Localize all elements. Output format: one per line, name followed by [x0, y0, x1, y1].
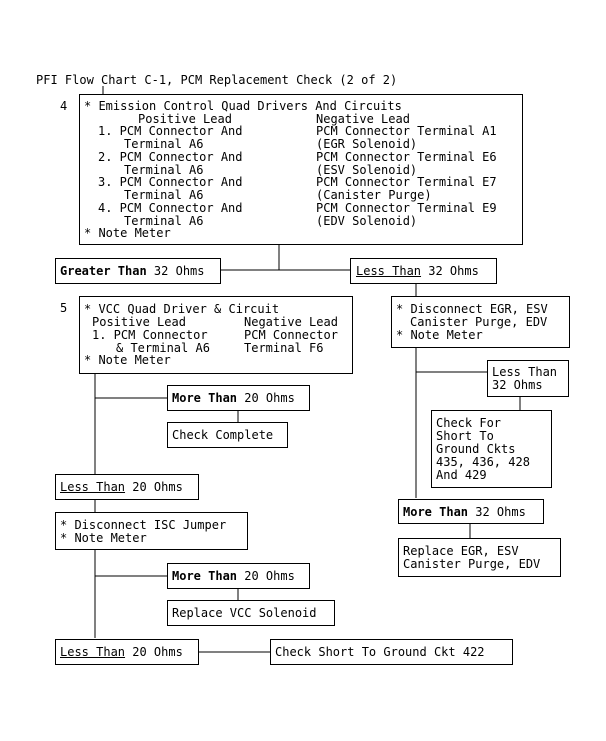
step4-row2-pos2: Terminal A6 — [124, 163, 204, 177]
less-than-32-label: Less Than 32 Ohms — [356, 265, 479, 278]
step4-row1-pos2: Terminal A6 — [124, 137, 204, 151]
step4-row3-pos1: 3. PCM Connector And — [98, 175, 243, 189]
less-than-32-right-box: Less Than 32 Ohms — [487, 360, 569, 397]
step4-row1-pos1: 1. PCM Connector And — [98, 124, 243, 138]
check-short-line3: Ground Ckts — [436, 442, 516, 456]
step5-box: * VCC Quad Driver & Circuit Positive Lea… — [79, 296, 353, 374]
less-than-20-b-rest: 20 Ohms — [125, 645, 183, 659]
step4-row1-neg2: (EGR Solenoid) — [316, 137, 418, 151]
step4-row3-neg1: PCM Connector Terminal E7 — [316, 175, 497, 189]
more-than-20-a-label: More Than 20 Ohms — [172, 392, 295, 405]
step5-note-meter: * Note Meter — [84, 353, 171, 367]
step4-box: * Emission Control Quad Drivers And Circ… — [79, 94, 523, 245]
step4-row2-pos1: 2. PCM Connector And — [98, 150, 243, 164]
disconnect-isc-line2: * Note Meter — [60, 531, 147, 545]
more-than-20-b-label: More Than 20 Ohms — [172, 570, 295, 583]
step4-note-meter: * Note Meter — [84, 226, 171, 240]
check-short-422-label: Check Short To Ground Ckt 422 — [275, 645, 485, 659]
step5-pos1: 1. PCM Connector — [92, 328, 208, 342]
replace-egr-line1: Replace EGR, ESV — [403, 544, 519, 558]
step4-positive-lead: Positive Lead — [138, 112, 232, 126]
step5-neg1: PCM Connector — [244, 328, 338, 342]
step4-row2-neg1: PCM Connector Terminal E6 — [316, 150, 497, 164]
less-than-20-a-box: Less Than 20 Ohms — [55, 474, 199, 500]
step5-neg2: Terminal F6 — [244, 341, 324, 355]
replace-egr-line2: Canister Purge, EDV — [403, 557, 541, 571]
more-than-20-a-strong: More Than — [172, 391, 238, 405]
less-than-20-b-box: Less Than 20 Ohms — [55, 639, 199, 665]
replace-egr-box: Replace EGR, ESV Canister Purge, EDV — [398, 538, 561, 577]
replace-vcc-box: Replace VCC Solenoid — [167, 600, 335, 626]
step5-negative-lead: Negative Lead — [244, 315, 338, 329]
more-than-32-rest: 32 Ohms — [468, 505, 526, 519]
disconnect-egr-line3: * Note Meter — [396, 328, 483, 342]
greater-than-32-rest: 32 Ohms — [146, 264, 205, 278]
more-than-20-a-rest: 20 Ohms — [237, 391, 295, 405]
more-than-20-a-box: More Than 20 Ohms — [167, 385, 310, 411]
more-than-32-strong: More Than — [403, 505, 469, 519]
less-than-20-b-strong: Less Than — [60, 645, 126, 659]
step4-row4-neg1: PCM Connector Terminal E9 — [316, 201, 497, 215]
less-than-32-rest: 32 Ohms — [421, 264, 479, 278]
less-than-32-right-line1: Less Than — [492, 365, 558, 379]
more-than-20-b-rest: 20 Ohms — [237, 569, 295, 583]
greater-than-32-box: Greater Than 32 Ohms — [55, 258, 221, 284]
check-short-line1: Check For — [436, 416, 502, 430]
less-than-32-strong: Less Than — [356, 264, 422, 278]
disconnect-isc-box: * Disconnect ISC Jumper * Note Meter — [55, 512, 248, 550]
step4-row4-pos1: 4. PCM Connector And — [98, 201, 243, 215]
disconnect-isc-line1: * Disconnect ISC Jumper — [60, 518, 227, 532]
more-than-20-b-box: More Than 20 Ohms — [167, 563, 310, 589]
less-than-32-box: Less Than 32 Ohms — [350, 258, 497, 284]
replace-vcc-label: Replace VCC Solenoid — [172, 606, 317, 620]
more-than-20-b-strong: More Than — [172, 569, 238, 583]
check-short-422-box: Check Short To Ground Ckt 422 — [270, 639, 513, 665]
step5-heading: * VCC Quad Driver & Circuit — [84, 302, 280, 316]
less-than-32-right-line2: 32 Ohms — [492, 378, 543, 392]
step-number-4: 4 — [60, 99, 68, 113]
less-than-20-a-strong: Less Than — [60, 480, 126, 494]
disconnect-egr-line1: * Disconnect EGR, ESV — [396, 302, 548, 316]
step-number-5: 5 — [60, 301, 68, 315]
check-complete-box: Check Complete — [167, 422, 288, 448]
disconnect-egr-box: * Disconnect EGR, ESV Canister Purge, ED… — [391, 296, 570, 348]
page-title: PFI Flow Chart C-1, PCM Replacement Chec… — [36, 73, 398, 87]
step4-row1-neg1: PCM Connector Terminal A1 — [316, 124, 497, 138]
step5-pos2: & Terminal A6 — [116, 341, 210, 355]
step4-negative-lead: Negative Lead — [316, 112, 410, 126]
step4-row3-pos2: Terminal A6 — [124, 188, 204, 202]
step4-heading: * Emission Control Quad Drivers And Circ… — [84, 99, 402, 113]
less-than-20-a-rest: 20 Ohms — [125, 480, 183, 494]
check-complete-label: Check Complete — [172, 428, 274, 442]
check-short-line4: 435, 436, 428 — [436, 455, 530, 469]
step5-positive-lead: Positive Lead — [92, 315, 186, 329]
greater-than-32-label: Greater Than 32 Ohms — [60, 265, 205, 278]
less-than-20-b-label: Less Than 20 Ohms — [60, 646, 183, 659]
step4-row4-neg2: (EDV Solenoid) — [316, 214, 418, 228]
more-than-32-box: More Than 32 Ohms — [398, 499, 544, 524]
step4-row4-pos2: Terminal A6 — [124, 214, 204, 228]
step4-row3-neg2: (Canister Purge) — [316, 188, 432, 202]
check-short-line2: Short To — [436, 429, 494, 443]
less-than-20-a-label: Less Than 20 Ohms — [60, 481, 183, 494]
check-short-line5: And 429 — [436, 468, 487, 482]
more-than-32-label: More Than 32 Ohms — [403, 506, 526, 519]
greater-than-32-strong: Greater Than — [60, 264, 147, 278]
step4-row2-neg2: (ESV Solenoid) — [316, 163, 418, 177]
check-short-ckts-box: Check For Short To Ground Ckts 435, 436,… — [431, 410, 552, 488]
disconnect-egr-line2: Canister Purge, EDV — [410, 315, 548, 329]
